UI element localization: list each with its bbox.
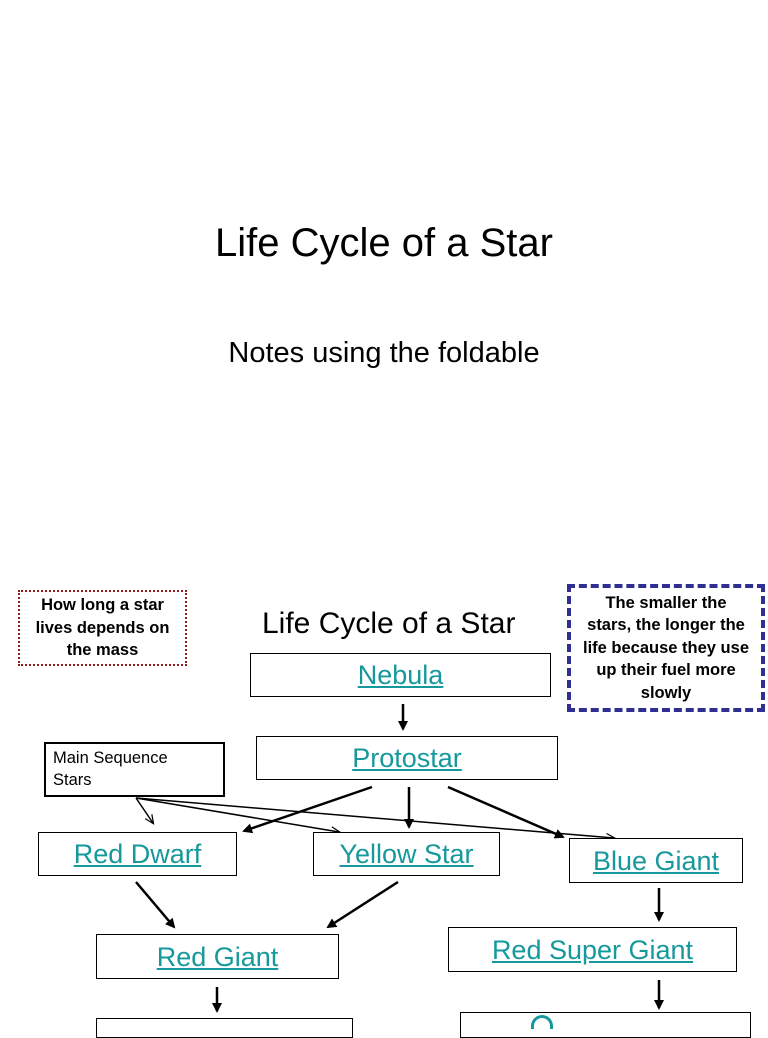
arrow-protostar-reddwarf <box>242 785 373 834</box>
stage-blue-giant: Blue Giant <box>569 838 743 883</box>
diagram-title: Life Cycle of a Star <box>262 607 516 640</box>
stage-nebula-link[interactable]: Nebula <box>357 660 444 690</box>
stage-yellow-star-link[interactable]: Yellow Star <box>339 839 474 869</box>
stage-red-dwarf-link[interactable]: Red Dwarf <box>73 839 202 869</box>
arrow-yellowstar-redgiant <box>326 880 399 929</box>
note-mass: How long a star lives depends on the mas… <box>18 590 187 666</box>
stage-red-super-giant: Red Super Giant <box>448 927 737 972</box>
stage-next-right-glyph <box>531 1015 553 1029</box>
stage-protostar-link[interactable]: Protostar <box>352 743 462 773</box>
stage-protostar: Protostar <box>256 736 558 780</box>
stage-nebula: Nebula <box>250 653 551 697</box>
stage-blue-giant-link[interactable]: Blue Giant <box>592 845 720 876</box>
stage-next-right <box>460 1012 751 1038</box>
arrow-reddwarf-redgiant <box>135 881 176 929</box>
note-lifespan-text: The smaller the stars, the longer the li… <box>583 593 749 702</box>
slide-subtitle: Notes using the foldable <box>228 337 540 369</box>
pointer-mainseq-reddwarf <box>135 797 153 823</box>
main-sequence-label: Main Sequence Stars <box>44 742 225 797</box>
stage-red-giant-link[interactable]: Red Giant <box>156 941 279 972</box>
note-lifespan: The smaller the stars, the longer the li… <box>567 584 765 712</box>
slide-title: Life Cycle of a Star <box>215 221 553 265</box>
pointer-mainseq-yellowstar <box>135 797 339 832</box>
stage-red-giant: Red Giant <box>96 934 339 979</box>
note-mass-text: How long a star lives depends on the mas… <box>35 596 170 660</box>
stage-yellow-star: Yellow Star <box>313 832 500 876</box>
stage-red-super-giant-link[interactable]: Red Super Giant <box>491 934 694 965</box>
stage-red-dwarf: Red Dwarf <box>38 832 237 876</box>
pointer-mainseq-bluegiant <box>135 797 614 838</box>
main-sequence-text: Main Sequence Stars <box>53 749 168 789</box>
stage-next-left <box>96 1018 353 1038</box>
arrow-protostar-bluegiant <box>447 785 565 839</box>
